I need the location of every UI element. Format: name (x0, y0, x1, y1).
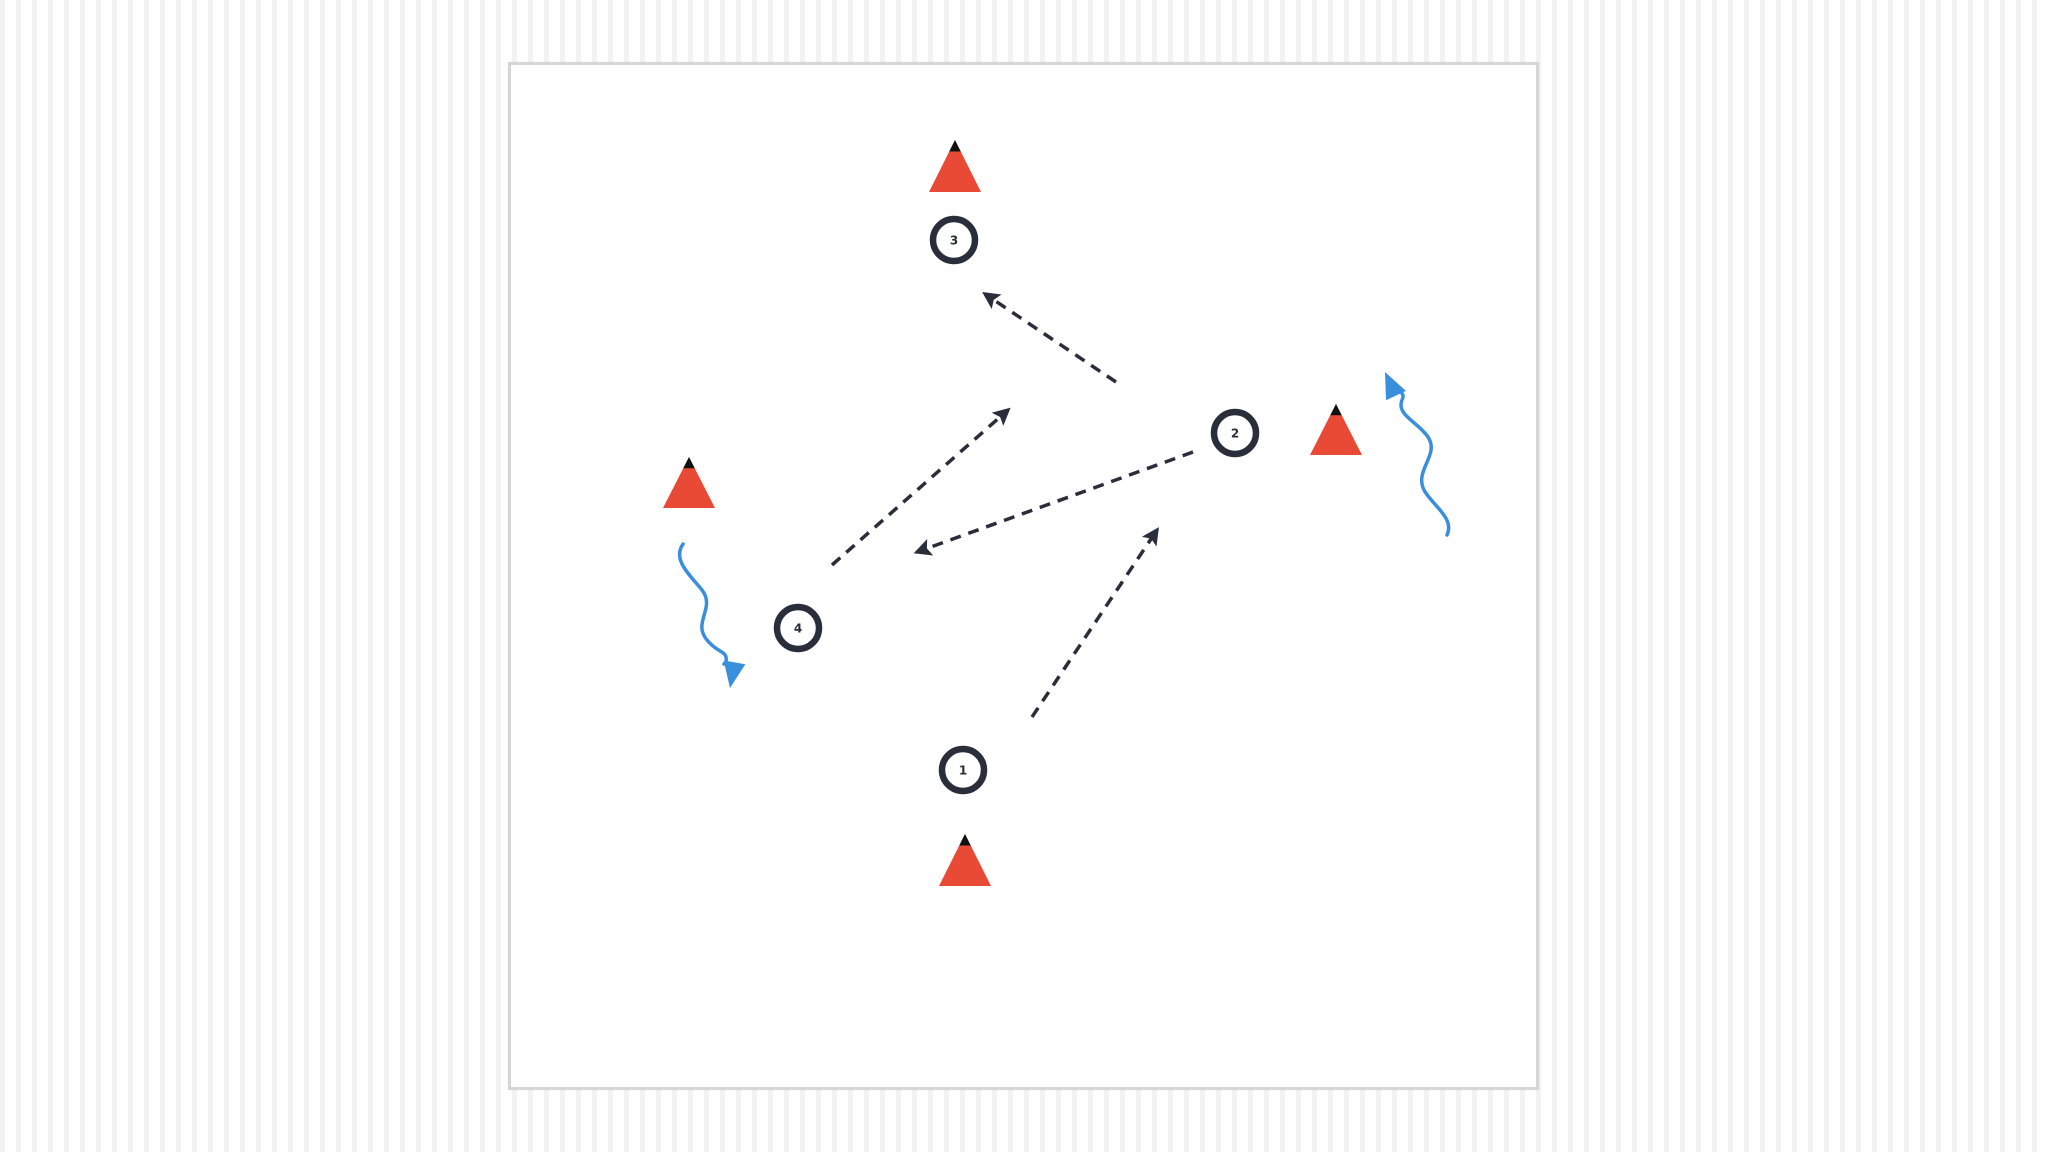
arrowhead-icon (723, 660, 746, 688)
cones (663, 140, 1362, 886)
dribble-right-arrow (1385, 372, 1451, 537)
players: 1 2 3 4 (773, 215, 1260, 795)
dribble-left-arrow (677, 542, 746, 688)
pass-1-to-2-arrow (1030, 527, 1159, 718)
pass-4-up-arrow (830, 407, 1011, 567)
dribble-paths (677, 372, 1451, 688)
player-number-label: 1 (959, 764, 967, 778)
cone-right-icon (1310, 404, 1362, 455)
pass-lines (830, 292, 1194, 718)
player-4-marker: 4 (773, 603, 823, 653)
cone-top-icon (929, 140, 981, 192)
player-2-marker: 2 (1210, 408, 1260, 458)
player-number-label: 4 (794, 622, 802, 636)
cone-left-icon (663, 457, 715, 508)
player-number-label: 2 (1231, 427, 1239, 441)
player-1-marker: 1 (938, 745, 988, 795)
cone-bottom-icon (939, 834, 991, 886)
player-3-marker: 3 (929, 215, 979, 265)
pass-2-to-4-arrow (913, 450, 1194, 556)
arrowhead-icon (1385, 372, 1406, 401)
player-number-label: 3 (950, 234, 958, 248)
pass-2-to-3-arrow (982, 292, 1117, 384)
pitch-field (508, 62, 1539, 1090)
